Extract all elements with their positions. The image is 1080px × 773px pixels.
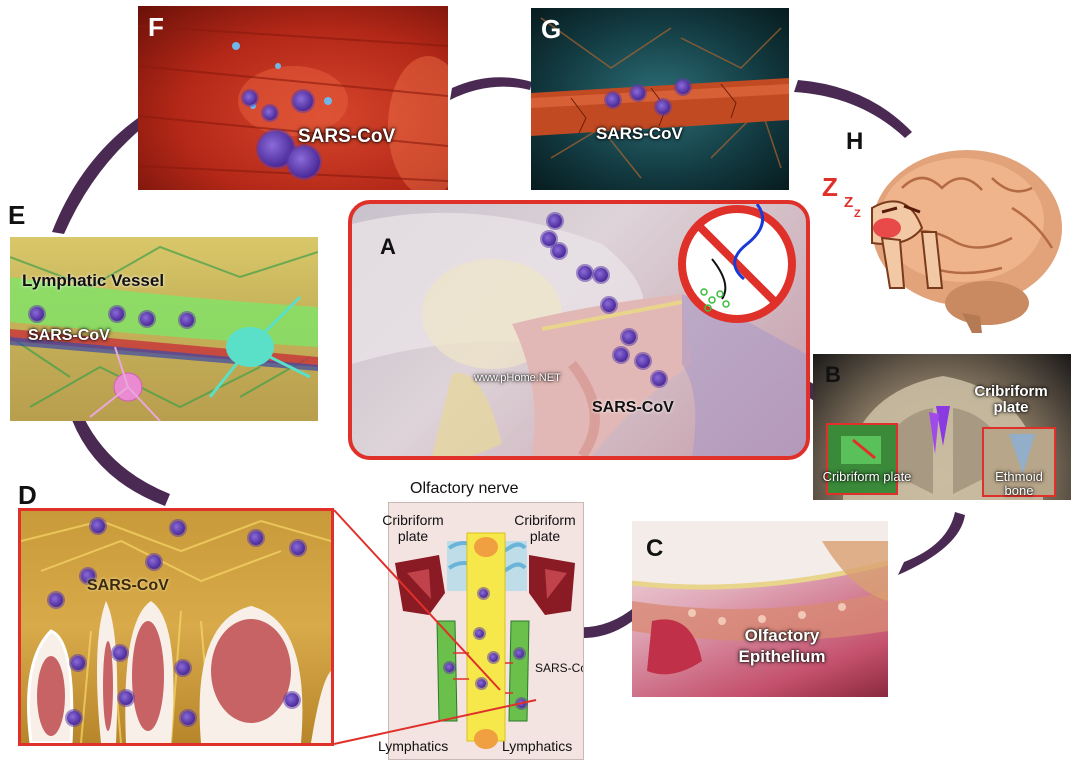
virus-particle: [71, 656, 85, 670]
virus-particle: [552, 244, 566, 258]
virus-particle: [636, 354, 650, 368]
virus-particle: [578, 266, 592, 280]
left-cribriform-label: Cribriform plate: [382, 512, 444, 544]
schematic-virus-label: SARS-CoV: [535, 661, 583, 675]
bone-nerve-illustration: [21, 519, 331, 743]
virus-particle: [249, 531, 263, 545]
virus-particle: [147, 555, 161, 569]
virus-particle: [110, 307, 124, 321]
virus-particle: [602, 298, 616, 312]
virus-particle: [475, 629, 484, 638]
inset-ethmoid-label: Ethmoid bone: [995, 469, 1043, 498]
schematic-title: Olfactory nerve: [410, 480, 519, 497]
virus-particle: [176, 661, 190, 675]
panel-letter-f: F: [148, 12, 164, 42]
olfactory-epithelium-label: Olfactory Epithelium: [738, 626, 826, 666]
virus-particle: [30, 307, 44, 321]
virus-particle: [542, 232, 556, 246]
nasal-cavity-illustration: [352, 204, 806, 456]
arrow-h-to-g: [794, 80, 912, 138]
olfactory-epithelium-illustration: [632, 521, 888, 675]
right-lymphatics-label: Lymphatics: [502, 738, 573, 754]
sleep-z-small: Z: [854, 208, 861, 220]
panel-h: H Z Z Z: [812, 128, 1072, 338]
panel-letter-e: E: [8, 200, 26, 230]
virus-label: SARS-CoV: [28, 327, 110, 344]
panel-f: F SARS-CoV: [138, 6, 448, 190]
capillary-illustration: [531, 17, 789, 179]
virus-particle: [119, 691, 133, 705]
arrow-g-to-f: [450, 77, 532, 100]
virus-particle: [49, 593, 63, 607]
virus-particle: [181, 711, 195, 725]
virus-particle: [293, 91, 313, 111]
virus-particle: [288, 146, 320, 178]
virus-label: SARS-CoV: [592, 399, 674, 416]
sleeping-brain-illustration: [871, 150, 1062, 333]
virus-particle: [622, 330, 636, 344]
panel-a: A www.pHome.NET SARS-CoV: [348, 200, 810, 460]
virus-particle: [479, 589, 488, 598]
virus-particle: [91, 519, 105, 533]
inset-cribriform-label: Cribriform plate: [822, 469, 912, 484]
panel-c: C Olfactory Epithelium: [632, 521, 888, 697]
virus-particle: [285, 693, 299, 707]
virus-particle: [113, 646, 127, 660]
virus-particle: [445, 663, 454, 672]
panel-letter-d: D: [18, 480, 37, 510]
panel-letter-h: H: [846, 128, 864, 155]
panel-letter-a: A: [380, 234, 396, 259]
virus-particle: [656, 100, 670, 114]
virus-particle: [489, 653, 498, 662]
panel-letter-g: G: [541, 14, 562, 44]
virus-particle: [606, 93, 620, 107]
virus-particle: [263, 106, 277, 120]
panel-e: Lymphatic Vessel SARS-CoV: [10, 237, 318, 421]
arrow-e-to-d: [72, 418, 170, 506]
virus-particle: [631, 86, 645, 100]
virus-particle: [515, 649, 524, 658]
watermark: www.pHome.NET: [474, 372, 561, 384]
virus-particle: [676, 80, 690, 94]
arrow-f-to-e: [52, 118, 142, 234]
panel-letter-c: C: [646, 535, 664, 562]
sleep-z-large: Z: [822, 172, 838, 202]
virus-particle: [594, 268, 608, 282]
cribriform-plate-title: Cribriform plate: [974, 383, 1048, 416]
panel-b: B Cribriform plate Cribriform plate Ethm…: [813, 354, 1071, 500]
virus-particle: [614, 348, 628, 362]
lymphatic-vessel-label: Lymphatic Vessel: [22, 271, 165, 290]
panel-d: SARS-CoV: [18, 508, 334, 746]
virus-particle: [81, 569, 95, 583]
virus-particle: [652, 372, 666, 386]
panel-letter-b: B: [825, 362, 841, 387]
panel-g: G SARS-CoV: [531, 8, 789, 190]
virus-label: SARS-CoV: [87, 577, 169, 594]
virus-label: SARS-CoV: [596, 124, 683, 143]
skull-base-illustration: [826, 376, 1056, 500]
arrow-b-to-c: [898, 512, 965, 575]
virus-particle: [291, 541, 305, 555]
virus-particle: [517, 699, 526, 708]
virus-particle: [140, 312, 154, 326]
virus-particle: [243, 91, 257, 105]
virus-label: SARS-CoV: [298, 126, 396, 147]
sleep-z-medium: Z: [844, 194, 854, 211]
right-cribriform-label: Cribriform plate: [514, 512, 576, 544]
virus-particle: [548, 214, 562, 228]
virus-particle: [67, 711, 81, 725]
left-lymphatics-label: Lymphatics: [378, 738, 449, 754]
lymphatic-vessel-illustration: [10, 245, 318, 421]
virus-particle: [171, 521, 185, 535]
virus-particle: [477, 679, 486, 688]
virus-particle: [180, 313, 194, 327]
